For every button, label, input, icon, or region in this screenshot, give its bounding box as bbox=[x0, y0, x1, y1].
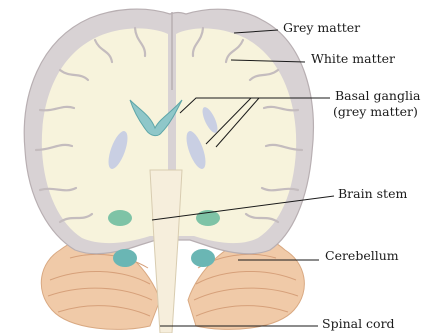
label-basal-ganglia-note: (grey matter) bbox=[333, 104, 418, 119]
label-grey-matter: Grey matter bbox=[283, 20, 360, 35]
label-brain-stem: Brain stem bbox=[338, 186, 407, 201]
label-basal-ganglia: Basal ganglia bbox=[335, 88, 420, 103]
label-white-matter: White matter bbox=[311, 51, 395, 66]
label-cerebellum: Cerebellum bbox=[325, 248, 399, 263]
label-spinal-cord: Spinal cord bbox=[322, 316, 395, 331]
